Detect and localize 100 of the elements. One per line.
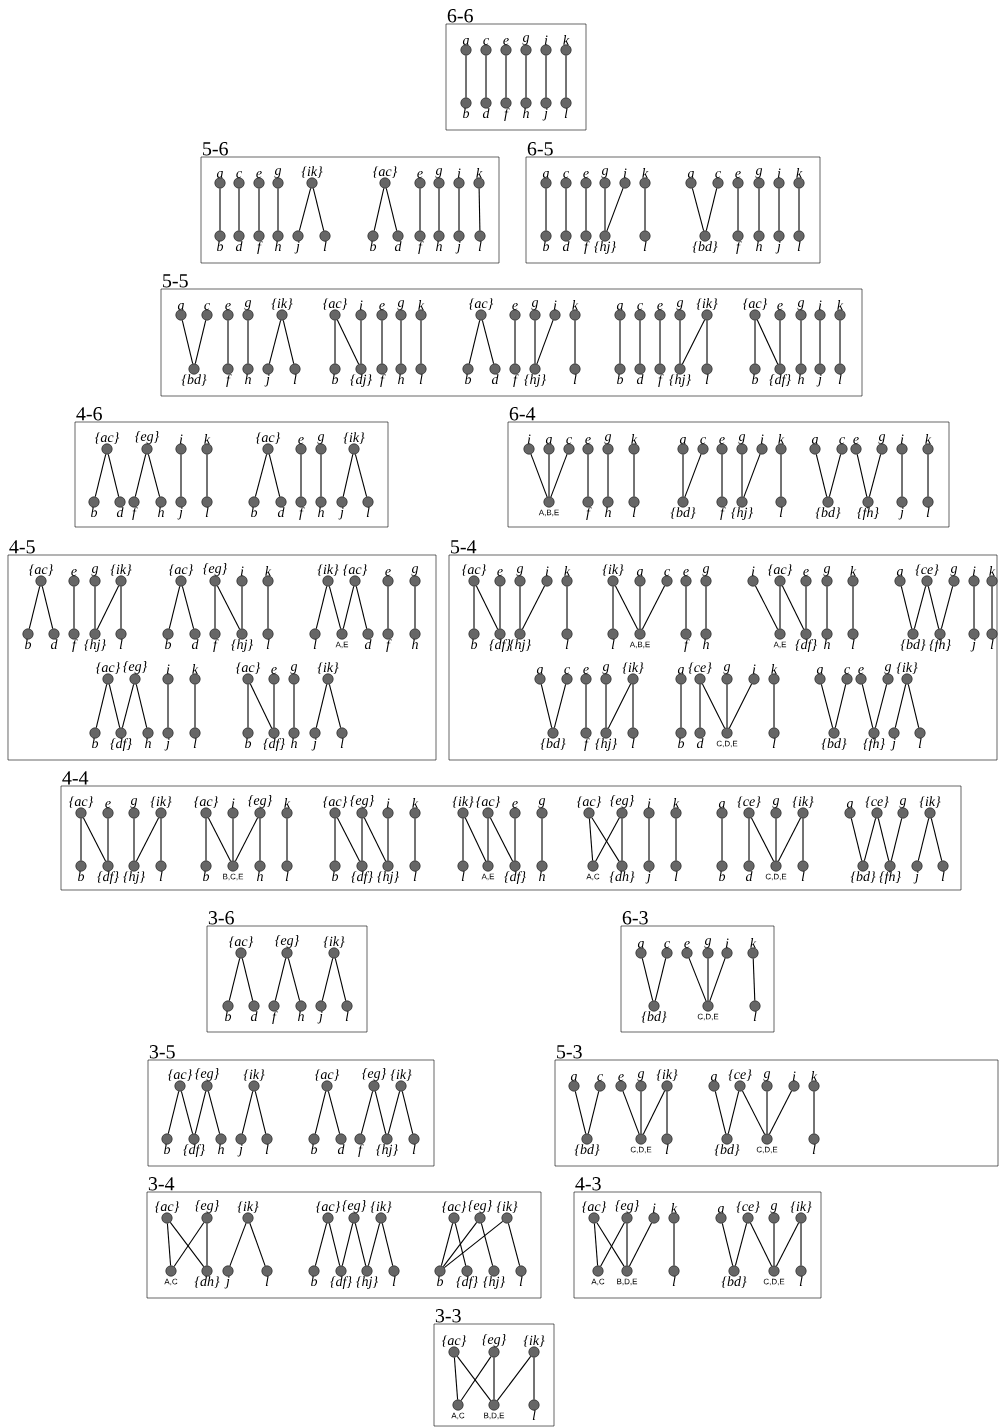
node-label: {ik} [792,796,814,808]
vertex: {ik} [696,298,718,321]
node-label: A,E [335,641,349,649]
edge-line [321,957,334,1002]
node-label: e [585,437,591,444]
edge-line [778,187,780,232]
node-label: l [413,871,417,881]
node-label: {ac} [373,166,398,178]
node-label: b [617,374,624,385]
edge-line [300,453,302,498]
node-label: l [159,871,163,881]
vertex: g [536,798,548,819]
node-label: l [564,108,568,118]
edge-line [354,1222,367,1267]
edge-line [533,1356,535,1401]
vertex: e [615,1074,627,1092]
node-label: {ik} [150,796,172,808]
edge-line [133,817,135,862]
node-label: j [311,738,317,751]
node-label: g [91,566,99,576]
vertex: j [968,628,980,652]
node-label: e [719,437,725,444]
node-label: 6-6 [447,9,473,23]
edge-line [721,453,723,498]
vertex: c [836,437,848,455]
node-label: l [643,241,647,251]
node-label: {eg} [203,563,228,576]
vertex: {ik} [370,1201,392,1224]
edge-line [334,817,336,862]
node-label: e [683,569,689,576]
node-label: l [478,241,482,251]
node-label: h [756,241,762,251]
vertex: {fh} [857,496,879,521]
edge-line [734,1222,748,1267]
vertex: i [541,566,553,587]
vertex: e [494,569,506,587]
node-label: l [323,241,327,251]
edge-line [249,683,273,729]
edge-line [648,817,650,862]
vertex: k [281,798,293,819]
node-label: {ik} [790,1201,812,1213]
vertex: {ac} [442,1201,467,1224]
node-label: {eg} [195,1200,220,1213]
node-label: l [265,1276,269,1286]
node-label: g [130,798,138,808]
edge-line [94,453,107,498]
node-label: {hj} [123,871,145,884]
edge-line [328,683,342,729]
edge-line [254,453,268,498]
edge-line [181,585,195,630]
vertex: l [768,727,780,748]
vertex: {ac} [469,298,494,321]
node-label: {eg} [248,795,273,808]
vertex: g [882,664,894,685]
node-label: l [412,1144,416,1154]
node-label: a [570,1074,577,1081]
vertex: f [580,727,592,752]
vertex: g [128,798,140,819]
node-label: h [291,738,297,748]
vertex: {hj} [84,628,106,652]
node-label: g [797,300,805,310]
node-label: c [236,171,242,178]
edge-line [320,453,322,498]
vertex: {ac} [229,936,254,959]
node-label: h [539,871,545,881]
edge-line [414,817,416,862]
node-label: 4-3 [575,1177,601,1191]
vertex: a [675,667,687,685]
node-label: l [565,639,569,649]
vertex: j [162,727,174,751]
vertex: d [560,230,572,252]
node-label: {ce} [915,564,939,576]
vertex: {eg} [482,1334,507,1358]
node-label: e [379,303,385,310]
edge-line [726,683,728,729]
node-label: {ik} [243,1069,265,1081]
vertex: {ik} [496,1201,518,1224]
vertex: {ik} [919,796,941,819]
vertex: {hj} [524,363,546,387]
vertex: g [897,798,909,819]
node-label: g [823,566,831,576]
edge-line [756,319,779,365]
node-label: b [311,1276,318,1287]
node-label: a [216,171,223,178]
node-label: h [275,241,281,251]
vertex: k [201,434,213,455]
node-label: {bd} [540,738,566,750]
vertex: g [702,938,714,959]
node-label: l [193,738,197,748]
node-label: c [204,303,210,310]
node-label: f [584,738,590,752]
vertex: i [227,798,239,819]
vertex: B,D,E [617,1265,638,1286]
edge-line [707,957,709,1002]
vertex: {ik} [452,796,474,819]
node-label: a [687,171,694,178]
node-label: e [657,303,663,310]
edge-line [232,817,234,862]
edge-line [207,817,232,862]
node-label: j [264,374,270,387]
